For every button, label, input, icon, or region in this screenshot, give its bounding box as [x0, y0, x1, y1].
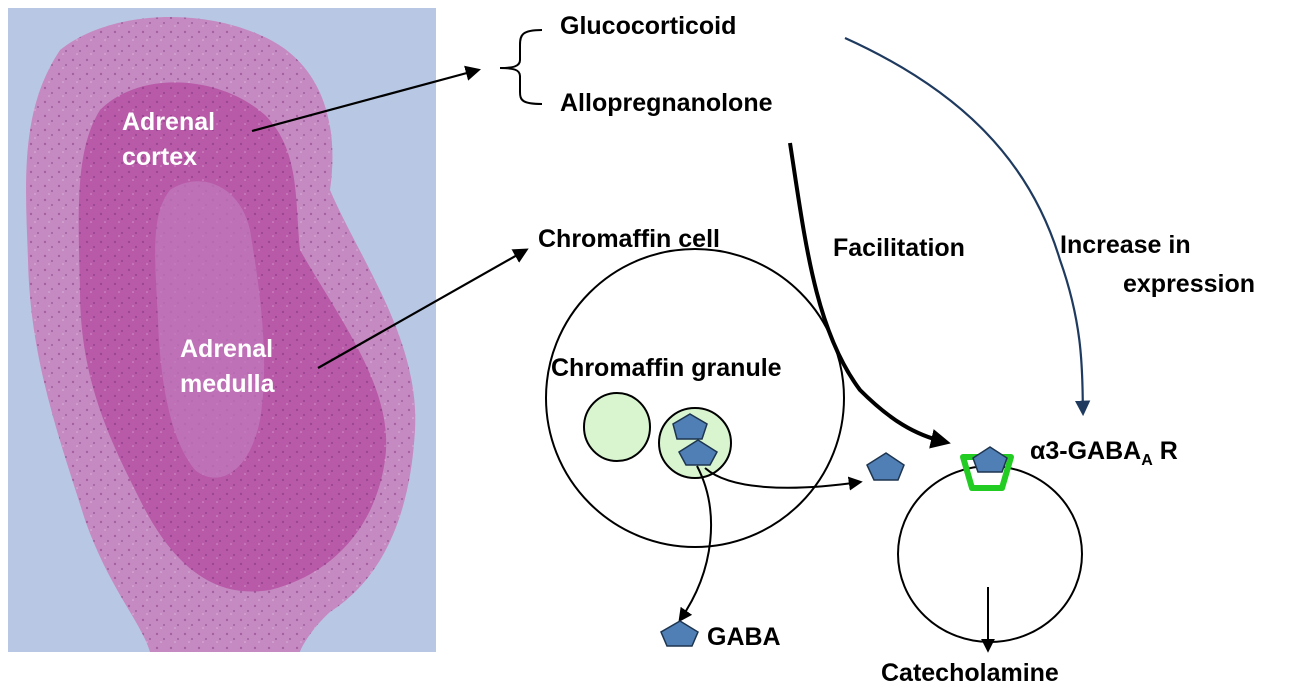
- receptor-label-suffix: R: [1153, 437, 1178, 465]
- gaba-molecule-bound: [972, 446, 1008, 473]
- gaba-molecule-released: [866, 452, 905, 481]
- gaba-molecule-in-granule-1: [672, 413, 708, 440]
- receptor-label: α3-GABAA R: [1030, 437, 1178, 469]
- chromaffin-cell: [545, 248, 845, 548]
- gaba-molecule-in-granule-2: [678, 439, 718, 466]
- adrenal-medulla-label-line1: Adrenal: [180, 335, 273, 363]
- gaba-release-arrow-down: [678, 465, 712, 623]
- gaba-molecule-legend: [660, 620, 699, 647]
- target-cell: [897, 465, 1083, 643]
- increase-expression-label-line1: Increase in: [1060, 231, 1191, 259]
- adrenal-inner-zone: [155, 181, 265, 478]
- chromaffin-granule-empty: [583, 392, 651, 462]
- hormone-brace: [499, 29, 543, 105]
- glucocorticoid-label: Glucocorticoid: [560, 12, 736, 40]
- cortex-arrow: [251, 65, 481, 133]
- chromaffin-granule-label: Chromaffin granule: [551, 354, 782, 382]
- adrenal-cortex-label-line1: Adrenal: [122, 108, 215, 136]
- increase-expression-arrow: [844, 36, 1091, 417]
- allopregnanolone-label: Allopregnanolone: [560, 89, 773, 117]
- receptor-label-prefix: α3-GABA: [1030, 437, 1141, 465]
- increase-expression-label-line2: expression: [1123, 270, 1255, 298]
- gaba-label: GABA: [707, 623, 781, 651]
- receptor-label-subscript: A: [1141, 452, 1153, 469]
- adrenal-cortex-label-line2: cortex: [122, 143, 197, 171]
- histology-image: Adrenal cortex Adrenal medulla: [8, 8, 436, 653]
- medulla-arrow: [317, 248, 529, 369]
- facilitation-arrow: [788, 142, 951, 449]
- facilitation-label: Facilitation: [833, 234, 965, 262]
- catecholamine-label: Catecholamine: [881, 659, 1059, 687]
- gaba-release-arrow-right: [704, 467, 863, 491]
- adrenal-medulla-label-line2: medulla: [180, 370, 276, 398]
